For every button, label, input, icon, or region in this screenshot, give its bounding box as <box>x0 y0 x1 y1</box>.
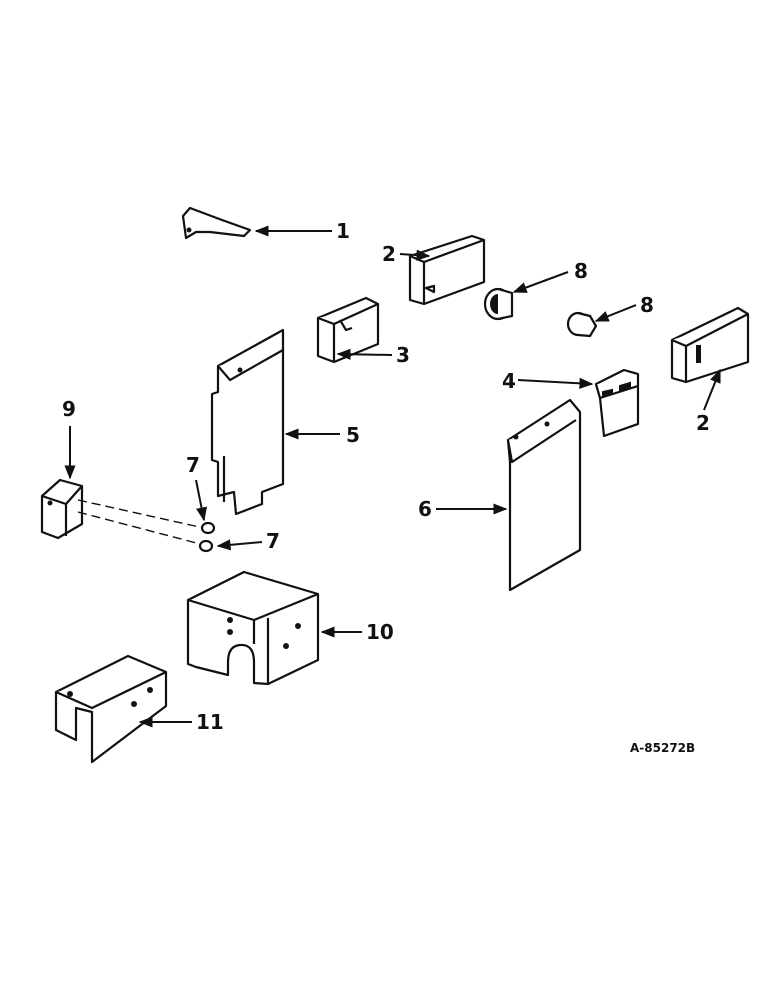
part-8-grommet-left <box>483 271 569 321</box>
callout-9: 9 <box>62 397 76 421</box>
callout-4: 4 <box>502 369 516 393</box>
callout-1: 1 <box>336 219 350 243</box>
part-8-plug-right <box>566 304 637 338</box>
drawing-number: A-85272B <box>630 741 695 755</box>
callout-11: 11 <box>196 710 224 734</box>
part-4-bracket <box>517 368 640 438</box>
callout-8-right: 8 <box>640 293 654 317</box>
part-2-channel-right <box>670 306 750 411</box>
part-1-bracket <box>181 206 332 240</box>
callout-5: 5 <box>346 423 360 447</box>
part-9-box <box>40 426 205 546</box>
callout-6: 6 <box>418 497 432 521</box>
callout-3: 3 <box>396 343 410 367</box>
callout-labels: 1 2 2 3 4 5 6 7 7 8 8 9 10 11 <box>62 219 710 734</box>
callout-7-lower: 7 <box>266 529 280 553</box>
part-7-bushings <box>195 479 263 553</box>
part-5-panel <box>210 328 340 516</box>
part-3-bracket <box>316 296 393 364</box>
callout-10: 10 <box>366 620 394 644</box>
callout-2-upper: 2 <box>382 242 396 266</box>
part-11-channel <box>54 654 192 764</box>
part-10-cover <box>186 570 362 686</box>
callout-7-upper: 7 <box>186 453 200 477</box>
callout-2-right: 2 <box>696 411 710 435</box>
part-6-plate <box>436 398 582 592</box>
part-2-channel-upper <box>399 234 486 306</box>
callout-8-left: 8 <box>574 259 588 283</box>
